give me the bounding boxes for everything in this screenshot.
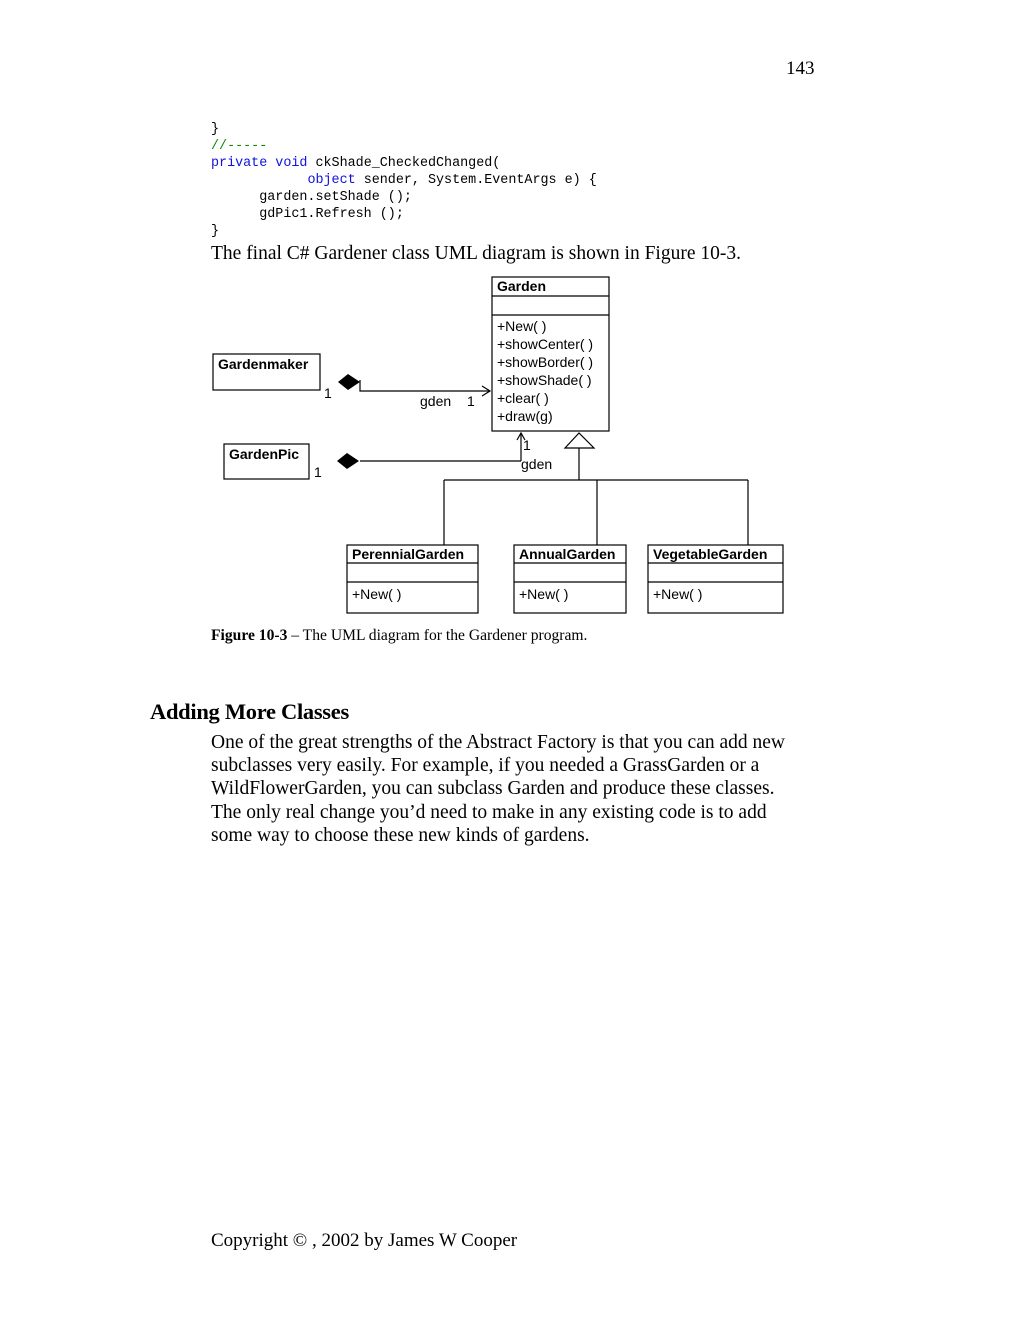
code-comment: //----- (211, 139, 268, 154)
annual-method: +New( ) (519, 586, 568, 602)
code-line: garden.setShade (); (211, 190, 412, 205)
body-paragraph: One of the great strengths of the Abstra… (211, 731, 821, 847)
section-heading: Adding More Classes (150, 699, 349, 724)
gardenmaker-multiplicity: 1 (324, 385, 332, 401)
figure-caption: Figure 10-3 – The UML diagram for the Ga… (211, 627, 587, 645)
gardenpic-class-name: GardenPic (229, 446, 299, 462)
code-listing: } //----- private void ckShade_CheckedCh… (211, 121, 597, 240)
association-arrow-2 (516, 431, 526, 441)
gardenmaker-association-line (359, 380, 490, 392)
code-line: //----- (211, 139, 267, 154)
composition-diamond-1 (338, 374, 360, 390)
garden-multiplicity-b: 1 (523, 437, 531, 453)
vegetable-class-name: VegetableGarden (653, 546, 767, 562)
code-keyword: private (211, 156, 268, 171)
code-text: } (211, 122, 220, 137)
annual-class-box (513, 544, 627, 614)
code-line: object sender, System.EventArgs e) { (211, 173, 597, 188)
garden-class-name: Garden (497, 278, 546, 294)
uml-diagram-svg: Garden +New( ) +showCenter( ) +showBorde… (212, 276, 784, 614)
gardenmaker-role-label: gden (420, 393, 451, 409)
composition-diamond-2 (337, 453, 359, 469)
perennial-class-box (346, 544, 479, 614)
page-number: 143 (786, 58, 815, 79)
vegetable-class-box (647, 544, 784, 614)
code-keyword: object (307, 173, 356, 188)
figure-caption-text: – The UML diagram for the Gardener progr… (287, 627, 588, 644)
code-text: } (211, 224, 220, 239)
gardenmaker-class-name: Gardenmaker (218, 356, 309, 372)
code-line: } (211, 224, 219, 239)
garden-class-box (491, 276, 610, 432)
code-line: } (211, 122, 219, 137)
garden-method: +showBorder( ) (497, 354, 593, 370)
association-arrow-1 (481, 385, 492, 397)
figure-caption-label: Figure 10-3 (211, 627, 288, 644)
code-text: ckShade_CheckedChanged( (307, 156, 501, 171)
annual-class-name: AnnualGarden (519, 546, 615, 562)
code-line: private void ckShade_CheckedChanged( (211, 156, 500, 171)
garden-method: +showShade( ) (497, 372, 592, 388)
code-keyword: void (275, 156, 308, 171)
perennial-method: +New( ) (352, 586, 401, 602)
copyright-footer: Copyright © , 2002 by James W Cooper (211, 1230, 518, 1251)
uml-diagram: Garden +New( ) +showCenter( ) +showBorde… (205, 270, 795, 625)
gardenpic-role-label: gden (521, 456, 552, 472)
gardenpic-multiplicity: 1 (314, 464, 322, 480)
code-text: sender, System.EventArgs e) { (355, 173, 597, 188)
paragraph-line: subclasses very easily. For example, if … (211, 755, 760, 777)
garden-method: +New( ) (497, 318, 546, 334)
garden-method: +draw(g) (497, 408, 553, 424)
paragraph-line: One of the great strengths of the Abstra… (211, 732, 786, 753)
garden-method: +showCenter( ) (497, 336, 593, 352)
inheritance-triangle (563, 432, 596, 449)
code-text: gdPic1.Refresh (); (259, 207, 404, 222)
gardenmaker-class-box (212, 353, 321, 391)
garden-multiplicity-a: 1 (467, 393, 475, 409)
intro-paragraph: The final C# Gardener class UML diagram … (211, 243, 741, 264)
gardenpic-class-box (223, 443, 310, 480)
perennial-class-name: PerennialGarden (352, 546, 464, 562)
code-text: garden.setShade (); (259, 190, 412, 205)
vegetable-method: +New( ) (653, 586, 702, 602)
code-line: gdPic1.Refresh (); (211, 207, 404, 222)
paragraph-line: WildFlowerGarden, you can subclass Garde… (211, 778, 775, 800)
paragraph-line: The only real change you’d need to make … (211, 801, 767, 823)
garden-method: +clear( ) (497, 390, 549, 406)
paragraph-line: some way to choose these new kinds of ga… (211, 824, 590, 846)
